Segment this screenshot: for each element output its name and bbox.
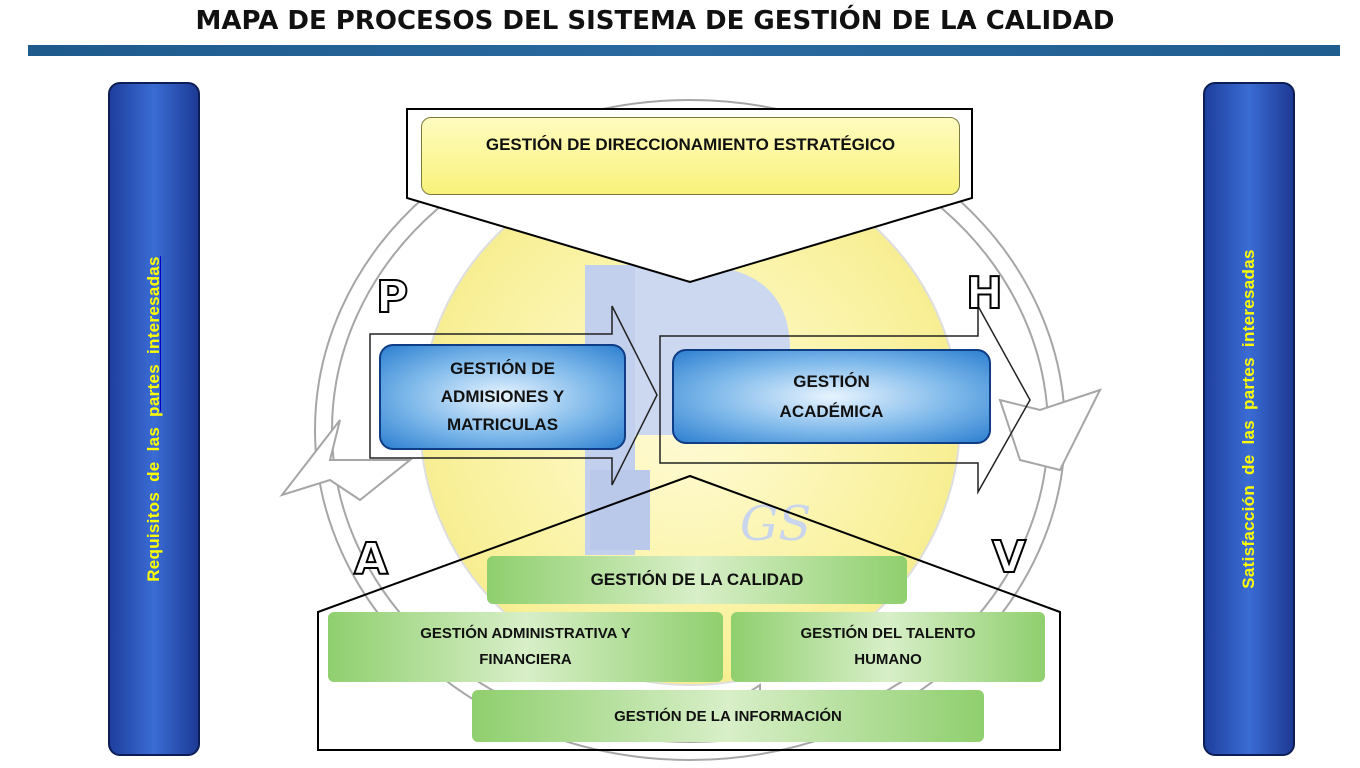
talento-line-1: GESTIÓN DEL TALENTO — [800, 625, 976, 642]
admisiones-process-box[interactable]: GESTIÓN DE ADMISIONES Y MATRICULAS — [379, 344, 626, 450]
strategic-process-label: GESTIÓN DE DIRECCIONAMIENTO ESTRATÉGICO — [485, 135, 896, 154]
requirements-label-end: partes interesadas — [144, 256, 163, 417]
svg-text:GS: GS — [740, 496, 811, 552]
phva-letter-h: H — [965, 267, 1004, 320]
admisiones-line-1: GESTIÓN DE — [450, 359, 555, 378]
informacion-process-box[interactable]: GESTIÓN DE LA INFORMACIÓN — [472, 690, 984, 742]
requirements-sidebar: Requisitos de las partes interesadas — [108, 82, 200, 756]
administrativa-process-box[interactable]: GESTIÓN ADMINISTRATIVA Y FINANCIERA — [328, 612, 723, 682]
admisiones-line-3: MATRICULAS — [446, 415, 559, 434]
requirements-label: Requisitos de las partes interesadas — [144, 256, 164, 582]
satisfaction-label: Satisfacción de las partes interesadas — [1239, 249, 1258, 589]
satisfaction-sidebar: Satisfacción de las partes interesadas — [1203, 82, 1295, 756]
phva-letter-a: A — [353, 533, 389, 586]
administrativa-line-2: FINANCIERA — [479, 651, 572, 668]
calidad-label: GESTIÓN DE LA CALIDAD — [590, 570, 804, 589]
strategic-process-box[interactable]: GESTIÓN DE DIRECCIONAMIENTO ESTRATÉGICO — [421, 117, 960, 195]
academica-line-2: ACADÉMICA — [779, 401, 884, 421]
calidad-process-box[interactable]: GESTIÓN DE LA CALIDAD — [487, 556, 907, 604]
talento-line-2: HUMANO — [854, 651, 922, 668]
academica-process-box[interactable]: GESTIÓN ACADÉMICA — [672, 349, 991, 444]
page-title: MAPA DE PROCESOS DEL SISTEMA DE GESTIÓN … — [195, 6, 1115, 36]
requirements-label-start: Requisitos de las — [144, 416, 163, 582]
title-underline-bar — [28, 45, 1340, 56]
administrativa-line-1: GESTIÓN ADMINISTRATIVA Y — [420, 625, 631, 642]
academica-arrow-shape — [659, 305, 1031, 495]
talento-process-box[interactable]: GESTIÓN DEL TALENTO HUMANO — [731, 612, 1045, 682]
admisiones-arrow-shape — [369, 305, 658, 486]
informacion-label: GESTIÓN DE LA INFORMACIÓN — [614, 707, 842, 725]
admisiones-line-2: ADMISIONES Y — [440, 387, 565, 406]
phva-letter-v: V — [991, 531, 1027, 584]
phva-letter-p: P — [375, 271, 409, 324]
support-pentagon — [317, 474, 1061, 751]
academica-line-1: GESTIÓN — [793, 371, 870, 391]
